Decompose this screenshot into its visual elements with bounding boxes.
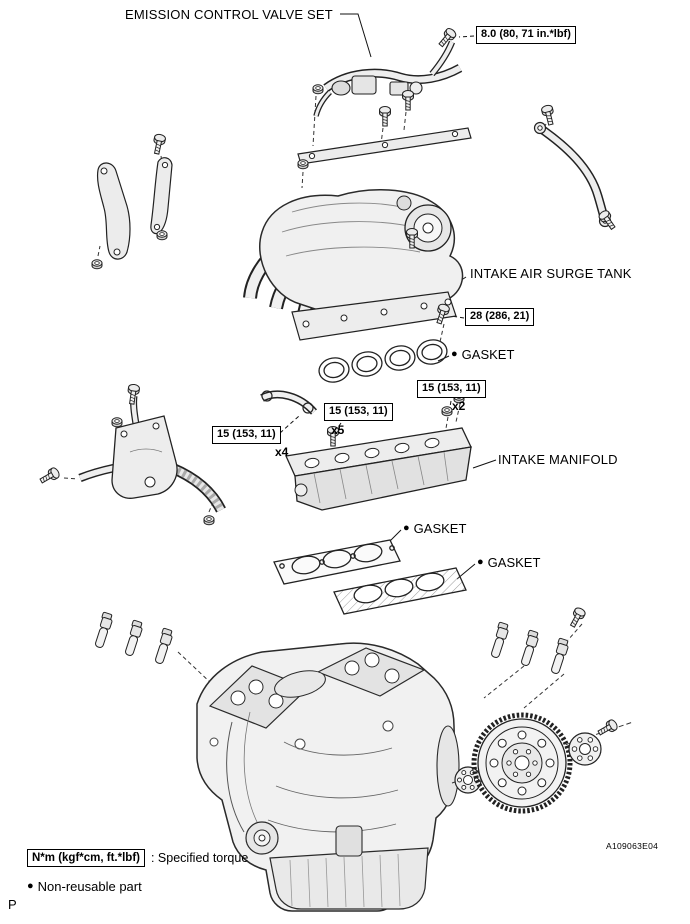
torque-spec-manifold-x2: 15 (153, 11) [417, 380, 486, 398]
callout-gasket-surge-tank: ● GASKET [451, 347, 514, 362]
emission-control-valve-set-drawing [313, 40, 463, 117]
right-stay-drawing [533, 121, 612, 228]
non-reusable-bullet-icon: ● [403, 522, 410, 534]
non-reusable-bullet-icon: ● [477, 556, 484, 568]
bolt-icon [37, 465, 62, 487]
bolt-icon [379, 106, 391, 127]
flywheel-drive-plate-drawing [451, 712, 634, 814]
torque-spec-manifold-x4: 15 (153, 11) [212, 426, 281, 444]
left-bracket-stays-drawing [96, 157, 173, 260]
callout-intake-air-surge-tank: INTAKE AIR SURGE TANK [470, 266, 632, 281]
bolt-icon [567, 605, 587, 630]
nut-icon [312, 84, 324, 95]
nut-icon [156, 230, 168, 241]
surge-tank-gasket-drawing [318, 339, 448, 383]
intake-manifold-drawing [285, 427, 472, 511]
water-outlet-drawing [78, 395, 226, 513]
gasket-label: GASKET [461, 347, 515, 362]
legend-specified-torque: N*m (kgf*cm, ft.*lbf) : Specified torque [27, 849, 248, 867]
nut-icon [111, 417, 123, 428]
torque-count-x5: x5 [331, 423, 345, 437]
bolt-icon [125, 383, 141, 406]
callout-intake-manifold: INTAKE MANIFOLD [498, 452, 618, 467]
callout-gasket-manifold-1: ● GASKET [403, 521, 466, 536]
nut-icon [297, 159, 309, 170]
bypass-hose-drawing [260, 390, 318, 415]
legend-non-reusable: ● Non-reusable part [27, 879, 142, 894]
ignition-coil-icon [488, 621, 511, 660]
gasket-label: GASKET [487, 555, 541, 570]
bolt-icon [150, 132, 167, 156]
torque-spec-surge-tank: 28 (286, 21) [465, 308, 535, 326]
bolt-icon [540, 103, 557, 127]
intake-air-surge-tank-drawing [243, 189, 464, 341]
engine-assembly-drawing [196, 642, 460, 912]
legend-non-reusable-caption: Non-reusable part [37, 879, 142, 894]
legend-torque-unit-box: N*m (kgf*cm, ft.*lbf) [27, 849, 145, 867]
torque-spec-manifold-x5: 15 (153, 11) [324, 403, 393, 421]
valve-set-bracket-plate-drawing [297, 127, 472, 165]
ignition-coil-icon [548, 637, 571, 676]
ignition-coil-icon [518, 629, 541, 668]
figure-code: A109063E04 [606, 841, 659, 851]
gasket-label: GASKET [413, 521, 467, 536]
legend-torque-caption: : Specified torque [150, 851, 249, 865]
torque-spec-valve-set: 8.0 (80, 71 in.*lbf) [476, 26, 576, 44]
non-reusable-bullet-icon: ● [27, 880, 34, 892]
bolt-icon [402, 90, 414, 111]
manifold-gasket-2-drawing [333, 567, 467, 615]
callout-emission-control-valve-set: EMISSION CONTROL VALVE SET [125, 7, 333, 22]
ignition-coil-icon [122, 619, 145, 658]
callout-gasket-manifold-2: ● GASKET [477, 555, 540, 570]
nut-icon [441, 406, 453, 417]
assembly-dashed-lines [63, 46, 583, 709]
ignition-coils-left-drawing [92, 611, 175, 666]
nut-icon [91, 259, 103, 270]
ignition-coil-icon [152, 627, 175, 666]
bolt-icon [595, 717, 620, 739]
ignition-coil-icon [92, 611, 115, 650]
manifold-gasket-1-drawing [273, 539, 401, 585]
torque-count-x4: x4 [275, 445, 289, 459]
ignition-coils-right-drawing [488, 621, 571, 676]
page-marker: P [8, 897, 17, 912]
torque-count-x2: x2 [452, 399, 466, 413]
non-reusable-bullet-icon: ● [451, 348, 458, 360]
nut-icon [203, 515, 215, 526]
